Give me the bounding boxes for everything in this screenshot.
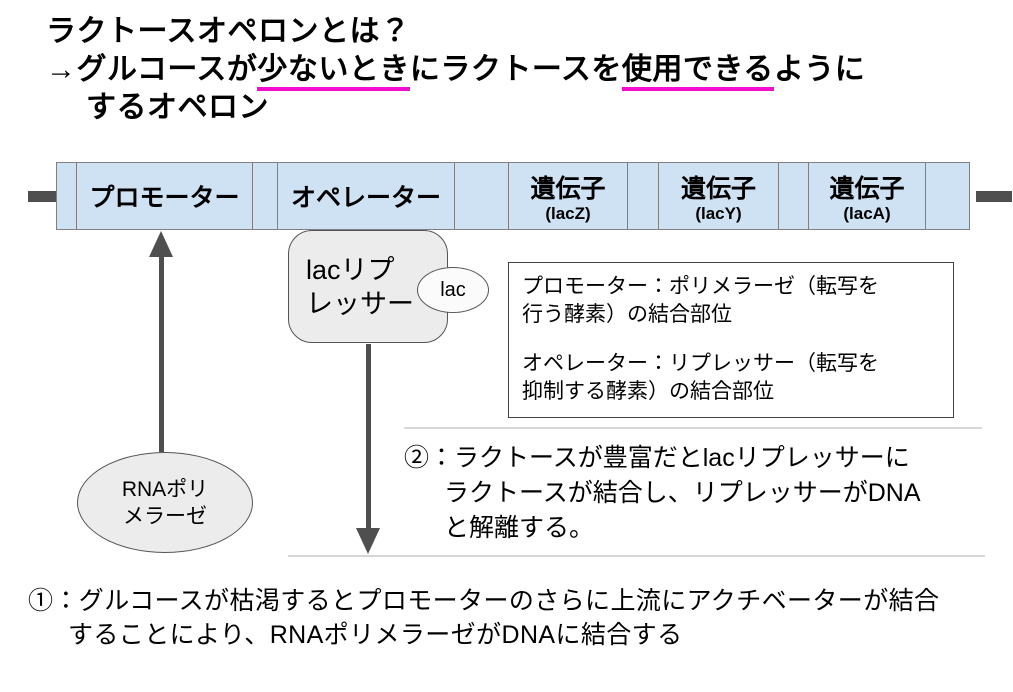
segment-sublabel: (lacY) [695,203,742,223]
segment-label: プロモーター [89,184,240,212]
note-2-line-2: ラクトースが結合し、リプレッサーがDNA [444,479,921,507]
lac-repressor-label-line-1: lacリプ [306,254,395,285]
up-arrow-shaft [159,254,164,452]
lac-repressor-label-line-2: レッサー [306,288,414,319]
dna-segment-promoter: プロモーター [76,163,253,229]
divider-line-top [404,427,982,429]
highlight-underline-2: 使用できる [621,53,774,91]
promoter-definition-line-1: プロモーター：ポリメラーゼ（転写を [522,275,879,298]
dna-segment-gene-lacy: 遺伝子 (lacY) [658,163,779,229]
note-1-line-1: ①：グルコースが枯渇するとプロモーターのさらに上流にアクチベーターが結合 [28,587,940,615]
promoter-definition-line-2: 行う酵素）の結合部位 [522,303,732,326]
title-line-2-text: ように [773,53,866,86]
note-1-line-2: することにより、RNAポリメラーゼがDNAに結合する [68,621,683,649]
note-step-1: ①：グルコースが枯渇するとプロモーターのさらに上流にアクチベーターが結合 するこ… [28,584,939,652]
segment-label: 遺伝子 [530,174,606,203]
up-arrow-icon [149,231,173,257]
lac-molecule-label: lac [440,278,466,301]
segment-label: 遺伝子 [829,174,905,203]
title-line-3: するオペロン [86,91,269,124]
title-line-2-text: →グルコースが [46,53,258,86]
down-arrow-shaft [366,344,371,530]
rna-polymerase-ellipse: RNAポリ メラーゼ [77,452,253,553]
dna-left-end-cap [28,191,56,202]
dna-segment-operator: オペレーター [277,163,455,229]
segment-label: オペレーター [290,184,441,212]
segment-sublabel: (lacZ) [545,203,591,223]
down-arrow-icon [356,528,380,554]
note-step-2: ②：ラクトースが豊富だとlacリプレッサーに ラクトースが結合し、リプレッサーが… [404,441,921,546]
definitions-spacer [522,329,940,350]
operator-definition-line-1: オペレーター：リプレッサー（転写を [522,352,879,375]
title-line-1: ラクトースオペロンとは？ [46,15,411,48]
rna-polymerase-label-line-2: メラーゼ [123,504,207,528]
dna-strip: プロモーター オペレーター 遺伝子 (lacZ) 遺伝子 (lacY) 遺伝子 … [56,162,970,230]
highlight-underline-1: 少ないとき [257,53,410,91]
page-title: ラクトースオペロンとは？ →グルコースが少ないときにラクトースを使用できるように… [46,13,996,127]
title-line-2-text: にラクトースを [409,53,622,86]
note-2-line-3: と解離する。 [444,514,595,542]
operator-definition-line-2: 抑制する酵素）の結合部位 [522,380,774,403]
divider-line-bottom [288,555,985,557]
dna-segment-gene-laca: 遺伝子 (lacA) [808,163,926,229]
segment-label: 遺伝子 [680,174,756,203]
dna-segment-gene-lacz: 遺伝子 (lacZ) [508,163,628,229]
note-2-line-1: ②：ラクトースが豊富だとlacリプレッサーに [404,444,910,472]
dna-right-end-cap [976,191,1012,202]
title-line-2: →グルコースが少ないときにラクトースを使用できるように [46,51,996,91]
lac-molecule-ellipse: lac [417,267,489,313]
rna-polymerase-label-line-1: RNAポリ [121,477,209,501]
definitions-box: プロモーター：ポリメラーゼ（転写を 行う酵素）の結合部位 オペレーター：リプレッ… [508,262,954,418]
segment-sublabel: (lacA) [843,203,891,223]
